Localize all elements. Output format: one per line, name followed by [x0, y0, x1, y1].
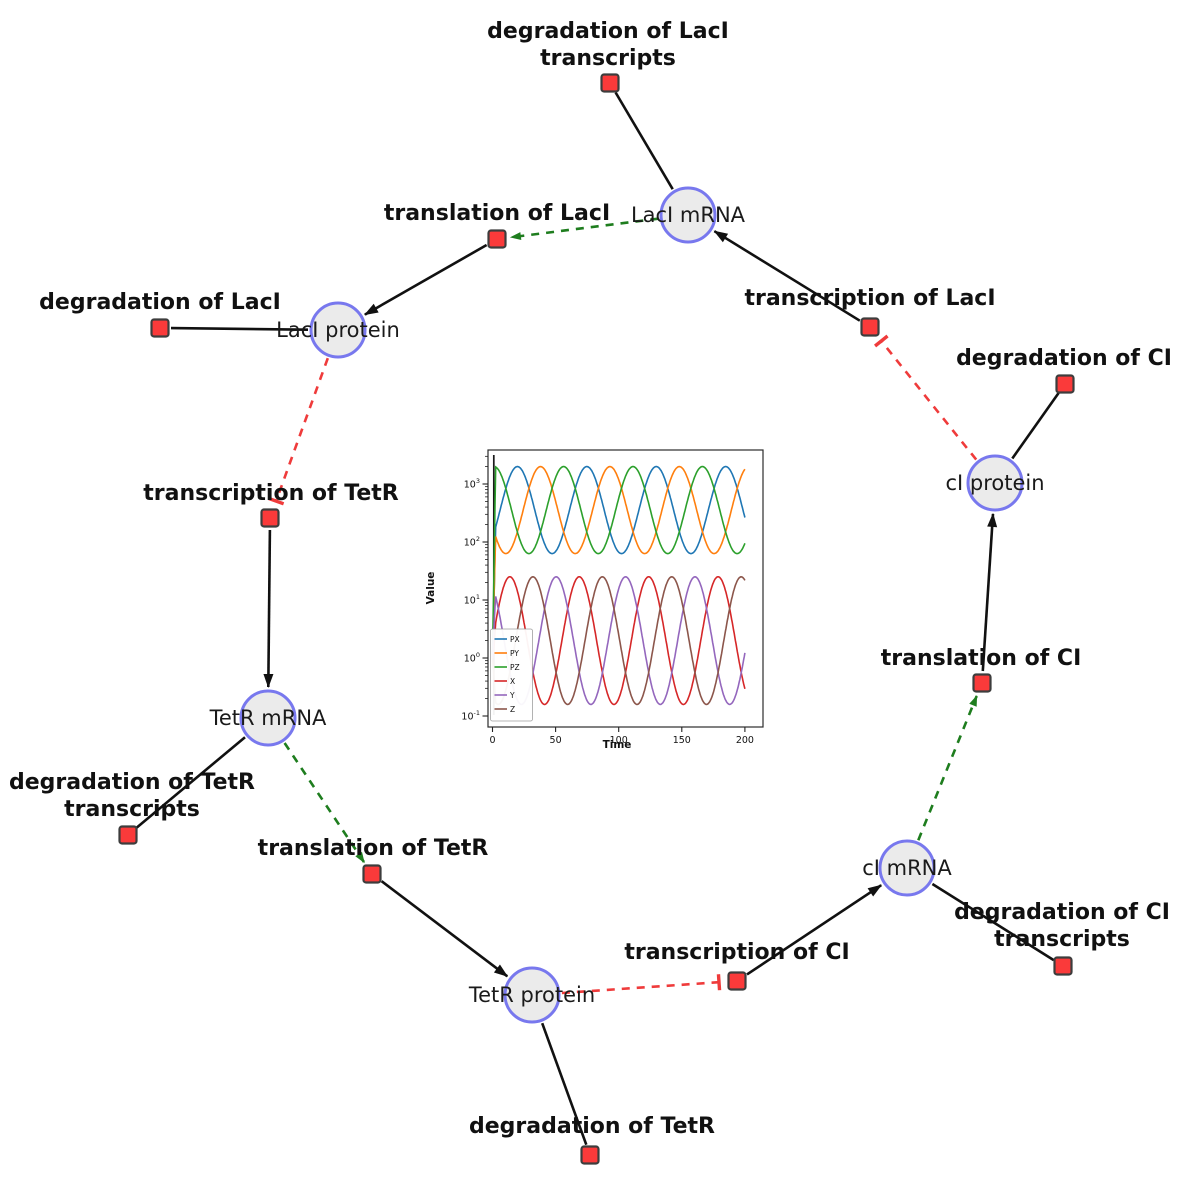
reaction-label-transl_laci: translation of LacI [384, 201, 610, 226]
reaction-node-txn_tetr [260, 508, 280, 528]
edge-consumption-laci_protein-to-deg_laci [170, 326, 309, 331]
edge-consumption-laci_mrna-to-deg_laci_tx [614, 91, 674, 190]
edge-consumption-tetr_mrna-to-deg_tetr_tx [135, 736, 246, 829]
species-node-tetr_protein [503, 966, 561, 1024]
chart-series-Z [491, 575, 746, 706]
species-node-ci_protein [966, 454, 1024, 512]
reaction-label-deg_laci: degradation of LacI [39, 290, 281, 315]
reaction-label-deg_ci: degradation of CI [956, 346, 1172, 371]
edge-production-txn_tetr-to-tetr_mrna [263, 529, 274, 688]
species-nodes-layer [239, 186, 1024, 1024]
edge-production-transl_laci-to-laci_protein [364, 243, 488, 316]
reaction-node-deg_laci [150, 318, 170, 338]
species-node-ci_mrna [878, 839, 936, 897]
y-tick-label: 102 [464, 535, 480, 549]
reaction-node-deg_ci [1055, 374, 1075, 394]
legend-label-PX: PX [510, 635, 520, 644]
chart-ticks: 10-1 100 101 102 103 0 50 100 150 200 [461, 455, 754, 746]
species-label-tetr_protein: TetR protein [468, 983, 595, 1007]
reaction-label-transl_tetr: translation of TetR [258, 836, 489, 861]
edge-consumption-tetr_protein-to-deg_tetr [540, 1022, 588, 1146]
edge-inhibition-ci_protein-to-txn_laci [873, 334, 978, 461]
chart-series-X [491, 576, 746, 706]
edge-consumption-ci_protein-to-deg_ci [1011, 392, 1060, 460]
edge-inhibition-laci_protein-to-txn_tetr [267, 357, 330, 506]
edge-production-txn_ci-to-ci_mrna [746, 884, 883, 976]
chart-ylabel: Value [425, 572, 437, 605]
species-node-laci_mrna [659, 186, 717, 244]
legend-label-X: X [510, 677, 515, 686]
edge-inhibition-tetr_protein-to-txn_ci [561, 974, 722, 995]
reaction-label-transl_ci: translation of CI [881, 646, 1082, 671]
species-label-tetr_mrna: TetR mRNA [209, 706, 327, 730]
x-tick-label: 50 [550, 735, 562, 746]
y-tick-label: 101 [464, 593, 480, 607]
chart-series-PZ [491, 465, 746, 659]
x-tick-label: 200 [736, 735, 754, 746]
y-tick-label: 103 [464, 477, 480, 491]
reaction-label-txn_tetr: transcription of TetR [143, 481, 399, 506]
reaction-nodes-layer [118, 73, 1075, 1165]
edge-production-transl_tetr-to-tetr_protein [380, 880, 509, 978]
x-tick-label: 100 [610, 735, 628, 746]
reaction-node-deg_laci_tx [600, 73, 620, 93]
legend-label-PZ: PZ [510, 663, 520, 672]
chart-series-Y [491, 575, 746, 706]
legend-box [490, 628, 533, 722]
reaction-node-transl_ci [972, 673, 992, 693]
reaction-node-transl_tetr [362, 864, 382, 884]
reaction-node-deg_tetr [580, 1145, 600, 1165]
species-label-laci_protein: LacI protein [276, 318, 400, 342]
chart-xlabel: Time [603, 739, 632, 751]
species-label-ci_mrna: cI mRNA [862, 856, 952, 880]
x-tick-label: 0 [489, 735, 495, 746]
species-label-ci_protein: cI protein [945, 471, 1044, 495]
y-tick-label: 100 [464, 651, 480, 665]
edge-production-txn_laci-to-laci_mrna [713, 230, 861, 322]
x-tick-label: 150 [673, 735, 691, 746]
legend-label-PY: PY [510, 649, 519, 658]
species-node-tetr_mrna [239, 689, 297, 747]
reaction-node-deg_tetr_tx [118, 825, 138, 845]
chart-curves [491, 455, 746, 715]
chart-legend: PX PY PZ XYZ [490, 628, 533, 722]
legend-label-Z: Z [510, 705, 515, 714]
legend-label-Y: Y [509, 691, 515, 700]
edge-production-transl_ci-to-ci_protein [981, 512, 998, 672]
reaction-node-txn_laci [860, 317, 880, 337]
chart-series-PY [491, 465, 746, 659]
reaction-label-txn_laci: transcription of LacI [744, 286, 995, 311]
reaction-node-deg_ci_tx [1053, 956, 1073, 976]
reaction-node-txn_ci [727, 971, 747, 991]
edge-modifier-laci_mrna-to-transl_laci [509, 217, 659, 241]
edges-layer [135, 91, 1060, 1146]
reaction-label-txn_ci: transcription of CI [624, 940, 849, 965]
edge-consumption-ci_mrna-to-deg_ci_tx [931, 882, 1055, 962]
reaction-node-transl_laci [487, 229, 507, 249]
edge-modifier-ci_mrna-to-transl_ci [917, 695, 978, 841]
reaction-label-deg_tetr: degradation of TetR [469, 1114, 715, 1139]
chart-plot-background [488, 450, 763, 727]
species-label-laci_mrna: LacI mRNA [631, 203, 746, 227]
chart-axes-box [487, 449, 764, 728]
y-tick-label: 10-1 [461, 709, 480, 723]
species-node-laci_protein [309, 301, 367, 359]
